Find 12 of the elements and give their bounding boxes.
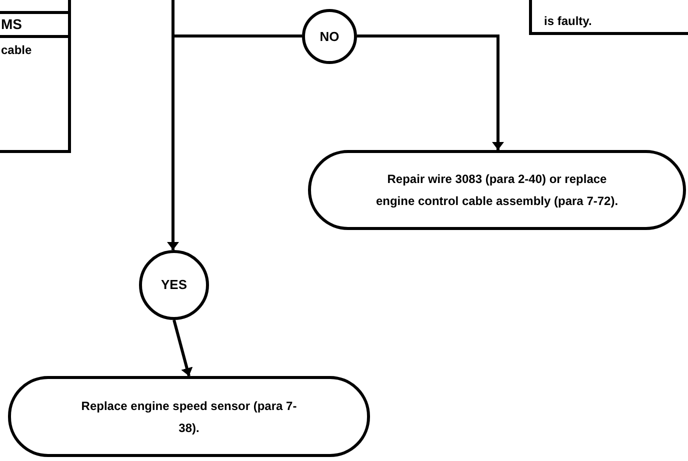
table-box bbox=[0, 0, 71, 153]
text-box bbox=[529, 0, 688, 35]
table-text: cable bbox=[1, 42, 32, 58]
decision-label: YES bbox=[160, 276, 187, 294]
decision-label: NO bbox=[320, 28, 340, 46]
terminal-text: Repair wire 3083 (para 2-40) or replace engine control cable assembly (para 7-72). bbox=[374, 171, 620, 210]
terminal-text: Replace engine speed sensor (para 7-38). bbox=[80, 398, 298, 436]
connector-arrow bbox=[172, 320, 193, 376]
connector-arrow bbox=[167, 0, 179, 250]
connector-arrow bbox=[357, 34, 504, 150]
box-text: is faulty. bbox=[544, 13, 593, 29]
table-header: MS bbox=[0, 11, 68, 38]
